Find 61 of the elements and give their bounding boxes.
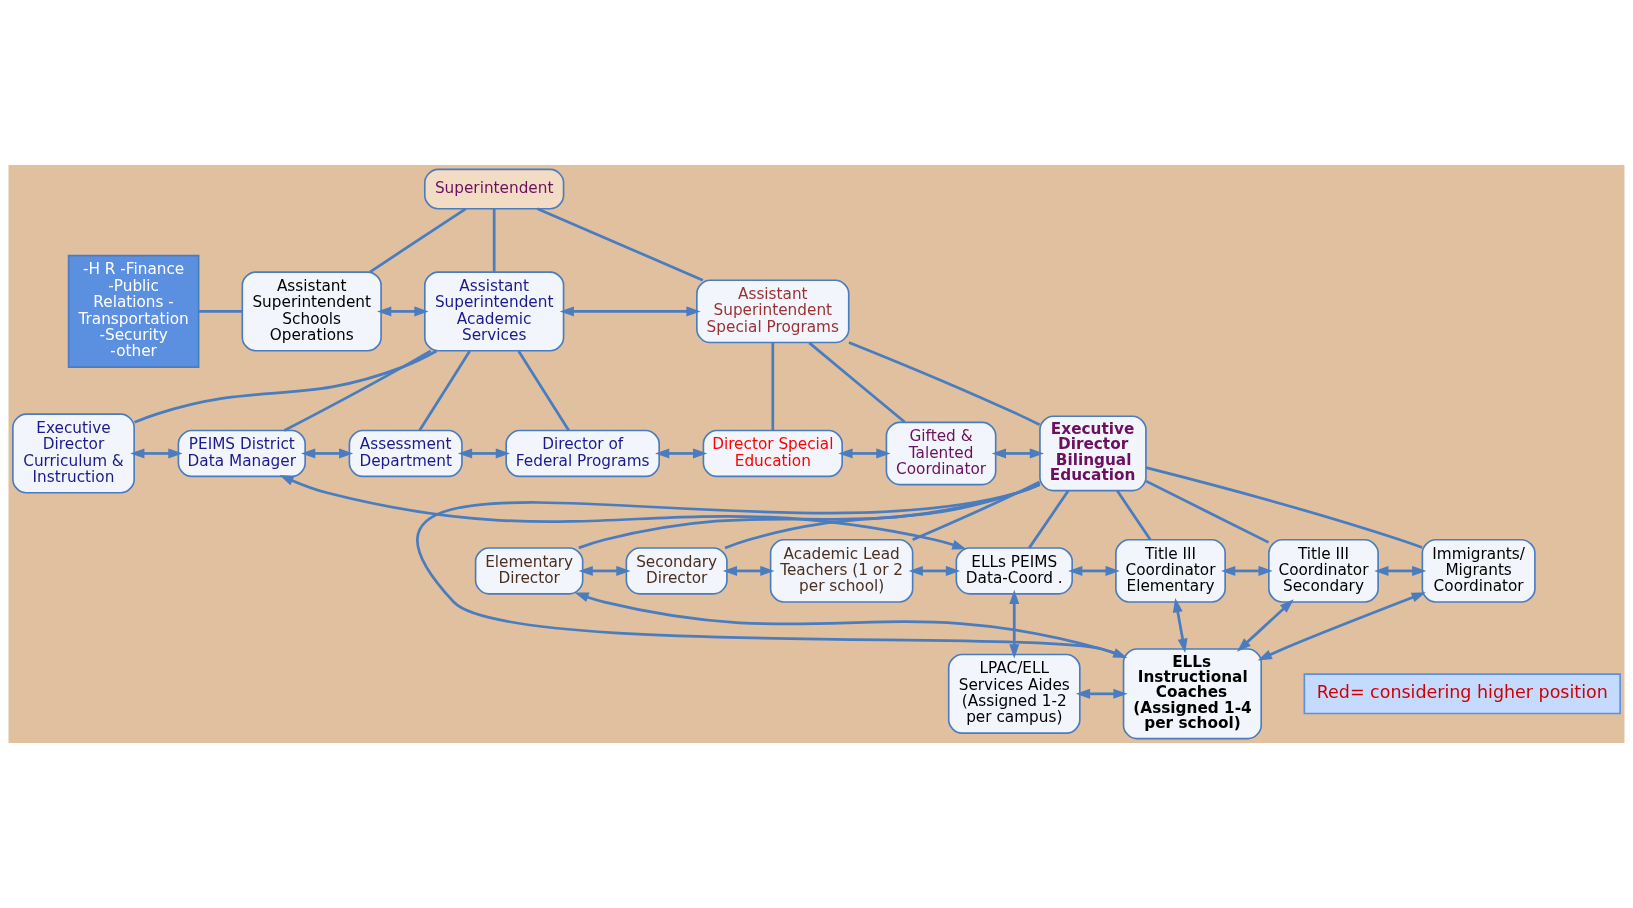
node-box: Title III Coordinator Secondary bbox=[1268, 538, 1379, 603]
connector bbox=[1145, 479, 1270, 544]
arrow bbox=[1009, 589, 1020, 659]
arrow bbox=[301, 448, 354, 459]
node-box: LPAC/ELL Services Aides (Assigned 1-2 per campus) bbox=[947, 653, 1081, 734]
arrow bbox=[722, 565, 775, 576]
arrow bbox=[130, 448, 183, 459]
node-box: Assessment Department bbox=[348, 429, 463, 478]
arrow bbox=[1237, 599, 1294, 652]
node-box: Superintendent bbox=[423, 168, 565, 210]
connector bbox=[771, 342, 775, 431]
arrow bbox=[1257, 592, 1426, 661]
node-box: Assistant Superintendent Academic Services bbox=[423, 271, 565, 352]
connector bbox=[198, 310, 242, 313]
node-box: Immigrants/ Migrants Coordinator bbox=[1421, 538, 1536, 603]
node-box: Secondary Director bbox=[625, 547, 728, 595]
arrow bbox=[991, 448, 1045, 459]
arrow bbox=[559, 306, 701, 317]
arrow bbox=[908, 565, 961, 576]
connector bbox=[517, 350, 570, 432]
node-box: Director Special Education bbox=[702, 429, 843, 478]
node-box: Title III Coordinator Elementary bbox=[1115, 538, 1226, 603]
node-box: Assistant Superintendent Special Programs bbox=[696, 279, 850, 344]
connector bbox=[283, 349, 432, 432]
arrow bbox=[1221, 565, 1273, 576]
connector bbox=[536, 207, 704, 282]
arrow bbox=[578, 565, 631, 576]
arrow bbox=[377, 306, 429, 317]
arrow bbox=[1075, 688, 1128, 699]
connector bbox=[724, 482, 1041, 550]
arrow bbox=[457, 448, 510, 459]
node-box: Director of Federal Programs bbox=[505, 429, 660, 478]
arrow bbox=[1068, 565, 1120, 576]
arrow bbox=[279, 474, 967, 550]
connector bbox=[134, 349, 438, 424]
arrow bbox=[838, 448, 891, 459]
connector bbox=[369, 207, 467, 274]
label: Red= considering higher position bbox=[1316, 681, 1608, 702]
node-box: -H R -Finance -Public Relations - Transportation -Security -other bbox=[67, 254, 200, 368]
connector bbox=[1028, 489, 1070, 549]
node-box: Elementary Director bbox=[474, 547, 584, 595]
connector bbox=[1116, 489, 1152, 541]
connector bbox=[492, 208, 496, 272]
node-box: ELLs PEIMS Data-Coord . bbox=[955, 547, 1073, 595]
arrow bbox=[574, 592, 1128, 658]
node-box: Gifted & Talented Coordinator bbox=[885, 421, 997, 486]
arrow bbox=[1172, 598, 1188, 653]
node-box: ELLs Instructional Coaches (Assigned 1-4 per school) bbox=[1122, 648, 1262, 740]
connector bbox=[1145, 466, 1423, 549]
arrow bbox=[655, 448, 708, 459]
arrow bbox=[1374, 565, 1427, 576]
connector bbox=[418, 350, 471, 432]
connector bbox=[912, 480, 1041, 542]
node-box: Academic Lead Teachers (1 or 2 per school) bbox=[769, 538, 914, 603]
node-box: PEIMS District Data Manager bbox=[177, 429, 306, 478]
connector bbox=[848, 341, 1041, 426]
node-box: Assistant Superintendent Schools Operations bbox=[241, 271, 382, 352]
connector bbox=[808, 341, 906, 424]
connector bbox=[578, 483, 1041, 550]
node-box: Executive Director Bilingual Education bbox=[1039, 415, 1147, 492]
node-box: Executive Director Curriculum & Instruction bbox=[12, 413, 135, 494]
